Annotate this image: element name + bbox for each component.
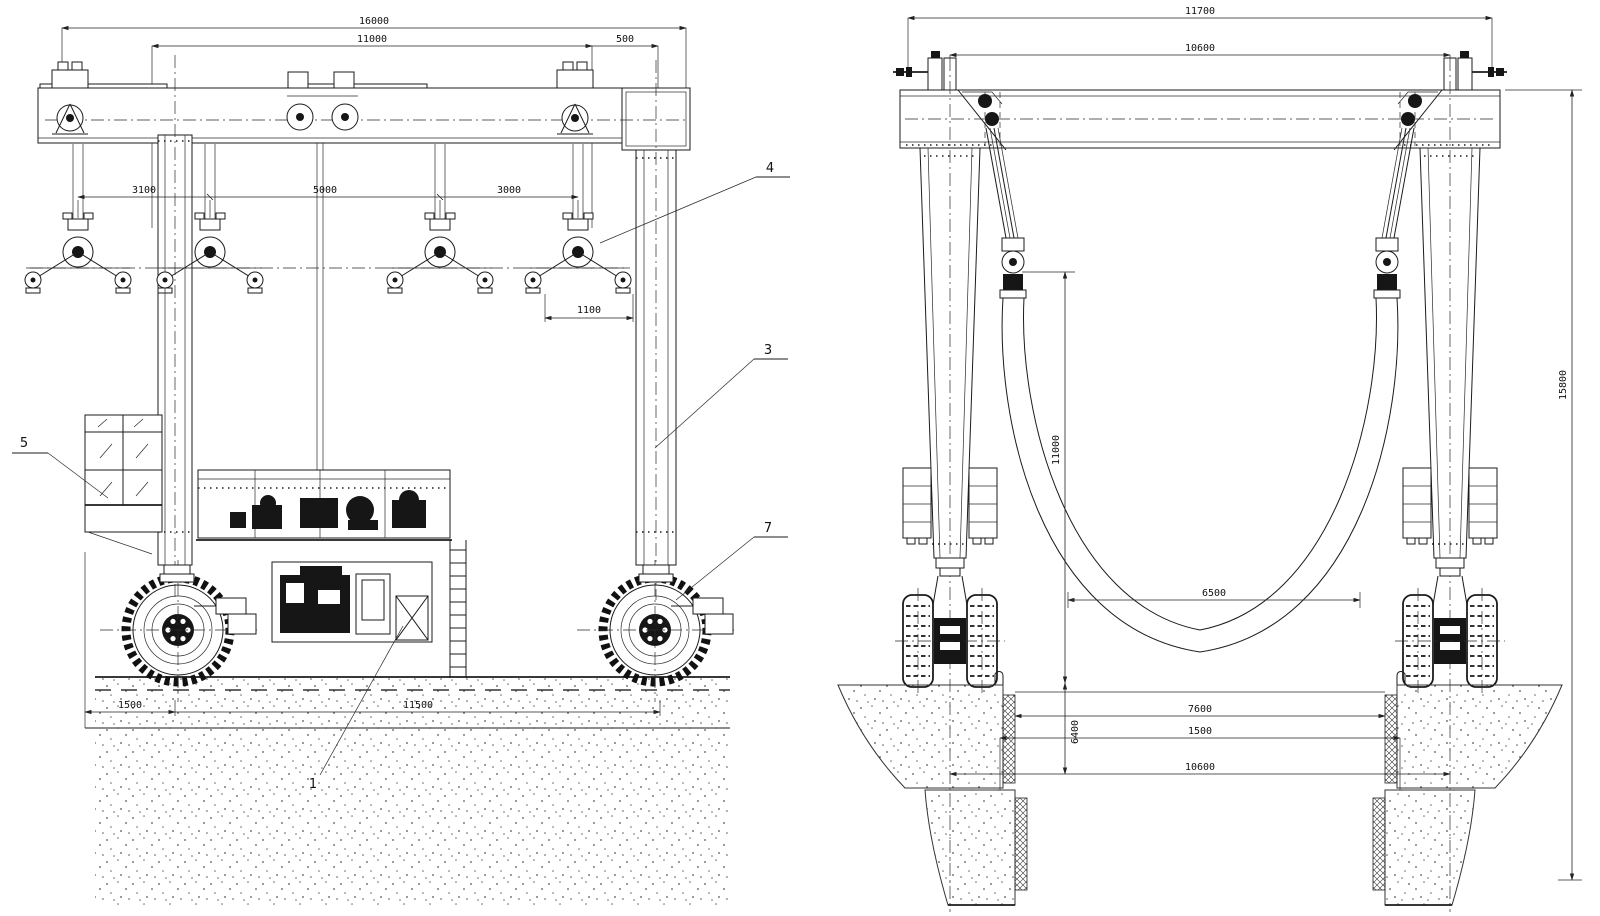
dim-overall-height: 15800 [1505, 89, 1582, 881]
leg-bracket [1402, 467, 1432, 545]
dim-text-edge-offset: 1500 [1188, 726, 1212, 737]
hoist-trolley-left [51, 61, 89, 135]
leg-bracket [968, 467, 998, 545]
gantry-leg-front-side [157, 55, 193, 600]
leg-bracket [1468, 467, 1498, 545]
dim-text-lift-height: 11000 [1051, 435, 1062, 465]
dim-wheelbase-row: 1500 11500 [84, 700, 661, 716]
side-elevation-view: 16000 11000 500 [12, 16, 790, 905]
hoist-trolley-right [556, 61, 594, 135]
dim-text-total-length: 16000 [359, 16, 389, 27]
dim-fender-clearance: 7600 [1014, 704, 1386, 719]
dim-text-pier-centers: 10600 [1185, 762, 1215, 773]
dim-arm-pitches: 3100 5000 3000 [77, 185, 579, 218]
side-ground-section [84, 552, 730, 905]
callout-3-label: 3 [764, 343, 772, 358]
callout-5-label: 5 [20, 436, 28, 451]
dim-text-fender-clearance: 7600 [1188, 704, 1212, 715]
dim-leg-centers: 10600 [949, 43, 1451, 85]
access-ladder [449, 540, 467, 678]
front-elevation-view: 11700 10600 11000 [837, 6, 1582, 912]
sheave-suspension-assemblies [24, 143, 632, 294]
dim-text-overall-height: 15800 [1558, 370, 1569, 400]
wheel-yokes-side [159, 564, 674, 583]
main-girder-side [37, 83, 691, 151]
dim-text-end-offset: 500 [616, 34, 634, 45]
callout-1-label: 1 [309, 777, 317, 792]
callout-4-sheave-assembly: 4 [599, 161, 790, 244]
dim-text-arm-pitch-3: 3000 [497, 185, 521, 196]
callout-7-wheel-group: 7 [675, 521, 788, 601]
dim-text-front-overhang: 1500 [118, 700, 142, 711]
dim-text-arm-pitch-1: 3100 [132, 185, 156, 196]
dim-text-trolley-span: 11000 [357, 34, 387, 45]
dim-roller-pitch: 1100 [544, 294, 634, 322]
callout-1-power-unit: 1 [309, 625, 404, 792]
callout-3-column: 3 [654, 343, 788, 449]
dim-pier-centers: 10600 [949, 762, 1451, 777]
lifting-sling [1001, 297, 1399, 653]
callout-5-cab: 5 [12, 436, 109, 499]
dim-text-pit-depth: 6400 [1070, 720, 1081, 744]
dim-text-overall-width: 11700 [1185, 6, 1215, 17]
diesel-power-unit [271, 561, 433, 643]
dim-text-arm-pitch-2: 5000 [313, 185, 337, 196]
leg-bracket [902, 467, 932, 545]
dim-text-leg-centers: 10600 [1185, 43, 1215, 54]
dim-text-wheel-base: 11500 [403, 700, 433, 711]
dim-lift-height: 11000 [1022, 271, 1075, 684]
callout-7-label: 7 [764, 521, 772, 536]
dim-edge-offset: 1500 [999, 726, 1401, 790]
callout-4-label: 4 [766, 161, 774, 176]
dock-pier-left [837, 670, 1028, 906]
dim-text-sling-spread: 6500 [1202, 588, 1226, 599]
operator-cab [84, 414, 163, 555]
dock-pier-right [1372, 670, 1563, 906]
dim-sling-spread: 6500 [1067, 588, 1361, 608]
machinery-platform [196, 469, 452, 541]
dim-overall-width: 11700 [907, 6, 1493, 68]
dim-pit-depth: 6400 [1062, 682, 1081, 775]
dim-text-roller-pitch: 1100 [577, 305, 601, 316]
